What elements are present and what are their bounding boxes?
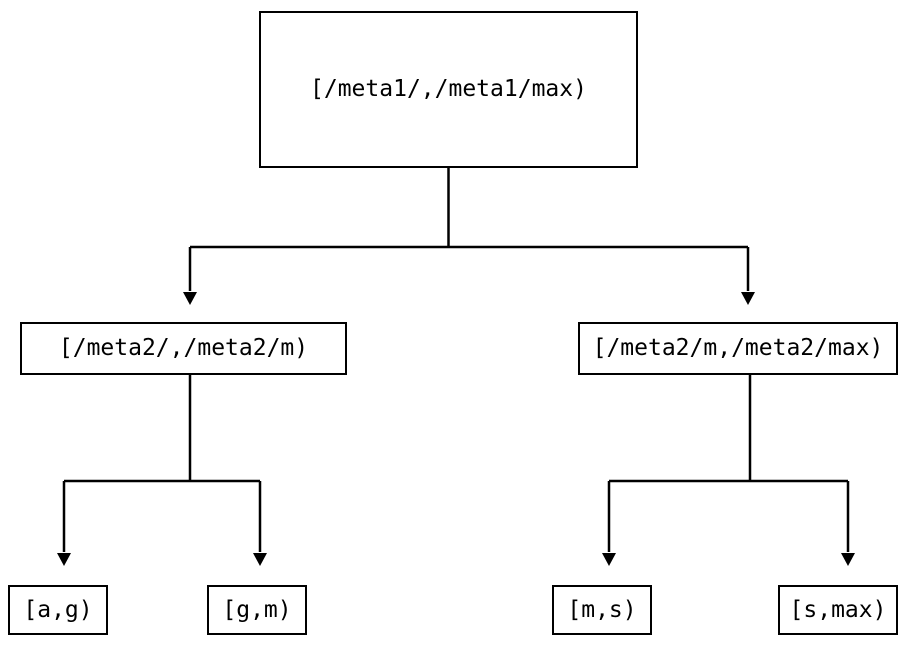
arrowhead-to-leaf-smax bbox=[841, 553, 855, 566]
arrowhead-to-leaf-gm bbox=[253, 553, 267, 566]
tree-node-meta2-upper-label: [/meta2/m,/meta2/max) bbox=[592, 335, 884, 361]
tree-node-root[interactable]: [/meta1/,/meta1/max) bbox=[259, 11, 638, 168]
edge-meta2upper-to-leaves bbox=[602, 375, 855, 566]
tree-node-meta2-lower-label: [/meta2/,/meta2/m) bbox=[58, 335, 309, 361]
tree-node-meta2-upper[interactable]: [/meta2/m,/meta2/max) bbox=[578, 322, 898, 375]
tree-node-meta2-lower[interactable]: [/meta2/,/meta2/m) bbox=[20, 322, 347, 375]
tree-node-leaf-smax[interactable]: [s,max) bbox=[778, 585, 898, 635]
arrowhead-to-meta2-lower bbox=[183, 292, 197, 305]
tree-node-root-label: [/meta1/,/meta1/max) bbox=[310, 76, 587, 102]
edge-root-to-level2 bbox=[183, 168, 755, 305]
tree-node-leaf-smax-label: [s,max) bbox=[789, 596, 887, 623]
tree-node-leaf-ag-label: [a,g) bbox=[23, 596, 93, 623]
arrowhead-to-leaf-ms bbox=[602, 553, 616, 566]
arrowhead-to-leaf-ag bbox=[57, 553, 71, 566]
edge-meta2lower-to-leaves bbox=[57, 375, 267, 566]
arrowhead-to-meta2-upper bbox=[741, 292, 755, 305]
tree-node-leaf-gm-label: [g,m) bbox=[222, 596, 292, 623]
tree-node-leaf-gm[interactable]: [g,m) bbox=[207, 585, 307, 635]
tree-node-leaf-ms[interactable]: [m,s) bbox=[552, 585, 652, 635]
tree-node-leaf-ms-label: [m,s) bbox=[567, 596, 637, 623]
tree-node-leaf-ag[interactable]: [a,g) bbox=[8, 585, 108, 635]
